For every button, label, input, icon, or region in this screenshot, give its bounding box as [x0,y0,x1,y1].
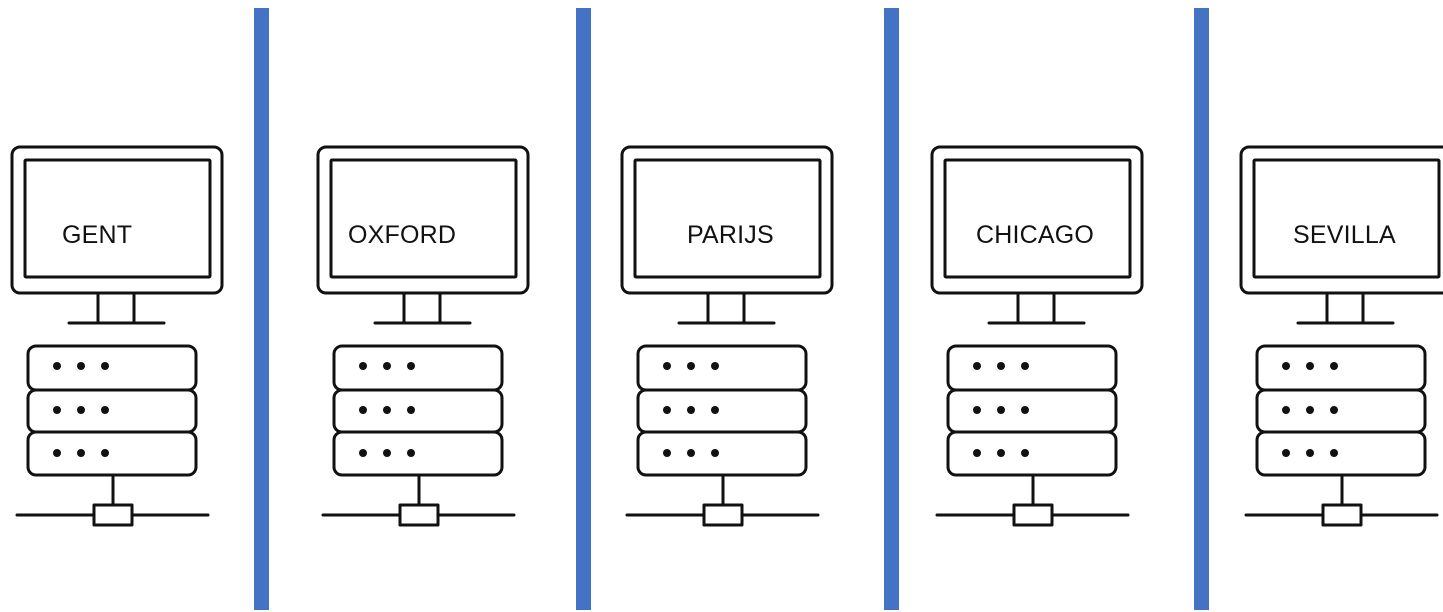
monitor-icon [316,145,530,325]
station-chicago: CHICAGO [920,0,1160,612]
monitor-icon [930,145,1144,325]
divider-3 [884,8,899,610]
monitor-icon [620,145,834,325]
monitor-icon [10,145,224,325]
station-gent: GENT [0,0,240,612]
city-label: OXFORD [348,221,457,249]
workstation-icon [1239,145,1443,527]
workstation-icon [10,145,224,527]
city-label: PARIJS [687,221,774,249]
divider-1 [254,8,269,610]
divider-2 [576,8,591,610]
city-label: SEVILLA [1293,221,1396,249]
workstation-icon [930,145,1144,527]
station-oxford: OXFORD [306,0,546,612]
divider-4 [1194,8,1209,610]
city-label: GENT [62,221,133,249]
station-sevilla: SEVILLA [1229,0,1443,612]
network-connector-icon [625,473,820,527]
city-label: CHICAGO [976,221,1095,249]
workstation-icon [620,145,834,527]
server-rack-icon [332,344,504,477]
station-parijs: PARIJS [610,0,850,612]
network-connector-icon [935,473,1130,527]
workstation-icon [316,145,530,527]
network-connector-icon [1244,473,1439,527]
monitor-icon [1239,145,1443,325]
network-connector-icon [321,473,516,527]
network-connector-icon [15,473,210,527]
